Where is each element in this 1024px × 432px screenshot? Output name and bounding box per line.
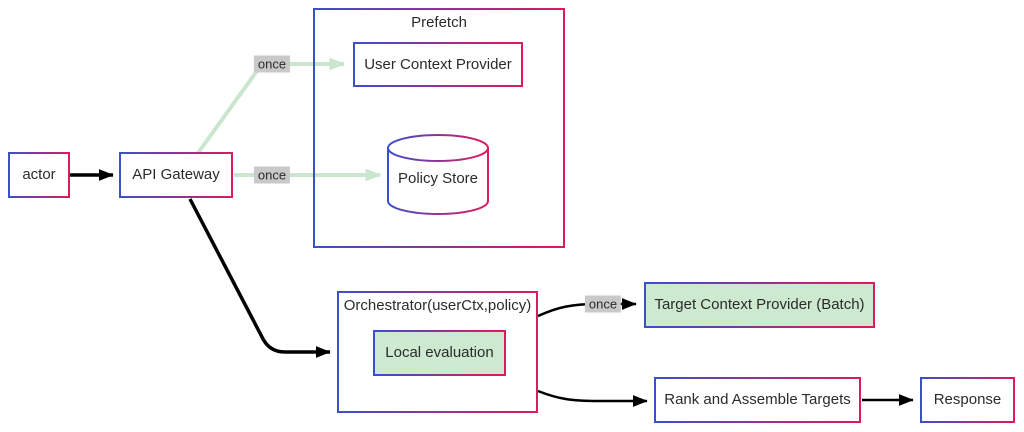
edge-orchestrator-to-rank bbox=[537, 389, 648, 407]
prefetch-title: Prefetch bbox=[411, 14, 467, 31]
node-user-context-provider: User Context Provider bbox=[353, 42, 523, 87]
edge-gateway-to-orchestrator bbox=[188, 198, 331, 358]
edge-label-once-policy-store: once bbox=[253, 166, 291, 184]
node-local-evaluation: Local evaluation bbox=[373, 330, 506, 376]
node-policy-store-label: Policy Store bbox=[397, 169, 479, 187]
node-rank-and-assemble: Rank and Assemble Targets bbox=[654, 377, 861, 423]
node-target-context-provider: Target Context Provider (Batch) bbox=[644, 282, 875, 328]
edge-label-once-target: once bbox=[584, 295, 622, 313]
edge-label-once-user-context: once bbox=[253, 55, 291, 73]
orchestrator-title: Orchestrator(userCtx,policy) bbox=[343, 297, 532, 314]
node-api-gateway: API Gateway bbox=[119, 152, 233, 198]
node-actor: actor bbox=[8, 152, 70, 198]
node-response: Response bbox=[920, 377, 1015, 423]
